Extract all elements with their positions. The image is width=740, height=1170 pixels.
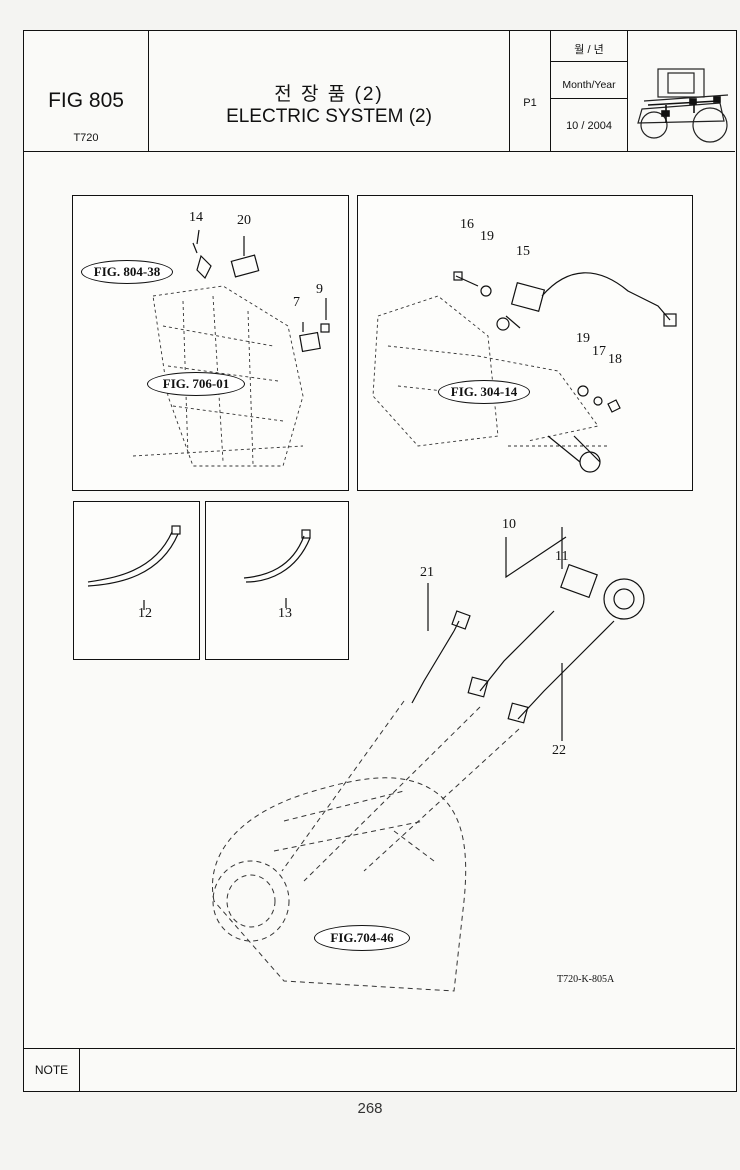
- callout-10: 10: [502, 517, 516, 532]
- ref-fig-704-46: FIG.704-46: [314, 925, 410, 951]
- callout-18: 18: [608, 352, 622, 367]
- callout-13: 13: [278, 606, 292, 621]
- page-index: P1: [523, 97, 537, 109]
- title-english: ELECTRIC SYSTEM (2): [226, 106, 432, 127]
- thumbnail-cell: [628, 31, 735, 151]
- switch-drawing: [372, 271, 677, 473]
- callout-11: 11: [555, 549, 569, 564]
- ref-fig-304-14: FIG. 304-14: [438, 380, 530, 404]
- relay-panel: 14 20 7 9 FIG. 804-38 FIG. 706-01: [72, 195, 349, 491]
- callout-14: 14: [189, 210, 203, 225]
- page-number: 268: [357, 1100, 383, 1117]
- callout-7: 7: [293, 295, 300, 310]
- callout-9: 9: [316, 282, 323, 297]
- callout-22: 22: [552, 743, 566, 758]
- date-cell: 월 / 년 Month/Year 10 / 2004: [551, 31, 628, 151]
- cable-tie-panel-12: 12: [73, 501, 200, 660]
- figure-cell: FIG 805 T720: [24, 31, 149, 151]
- callout-17: 17: [592, 344, 606, 359]
- model-code: T720: [73, 132, 99, 144]
- callout-16: 16: [460, 217, 474, 232]
- callout-15: 15: [516, 244, 530, 259]
- title-korean: 전 장 품 (2): [274, 84, 384, 105]
- tractor-wiring-icon: [637, 68, 729, 143]
- date-label-korean: 월 / 년: [574, 44, 604, 56]
- switch-panel: 16 19 15 19 17 18 FIG. 304-14: [357, 195, 693, 491]
- date-value: 10 / 2004: [566, 120, 612, 132]
- note-label: NOTE: [24, 1049, 80, 1092]
- date-label-english: Month/Year: [562, 79, 616, 91]
- callout-12: 12: [138, 606, 152, 621]
- cable-tie-drawing-13: [243, 529, 311, 608]
- callout-19-upper: 19: [480, 229, 494, 244]
- callout-21: 21: [420, 565, 434, 580]
- callout-20: 20: [237, 213, 251, 228]
- parts-sheet: FIG 805 T720 전 장 품 (2) ELECTRIC SYSTEM (…: [23, 30, 737, 1092]
- cable-tie-panel-13: 13: [205, 501, 349, 660]
- cable-tie-drawing-12: [87, 525, 181, 610]
- page-cell: P1: [510, 31, 551, 151]
- ref-fig-804-38: FIG. 804-38: [81, 260, 173, 284]
- console-drawing: [212, 527, 645, 992]
- ref-fig-706-01: FIG. 706-01: [147, 372, 245, 396]
- title-block: FIG 805 T720 전 장 품 (2) ELECTRIC SYSTEM (…: [24, 31, 735, 152]
- figure-number: FIG 805: [48, 89, 124, 112]
- title-cell: 전 장 품 (2) ELECTRIC SYSTEM (2): [149, 31, 510, 151]
- note-row: NOTE: [24, 1048, 735, 1092]
- callout-19-lower: 19: [576, 331, 590, 346]
- drawing-code: T720-K-805A: [557, 974, 615, 985]
